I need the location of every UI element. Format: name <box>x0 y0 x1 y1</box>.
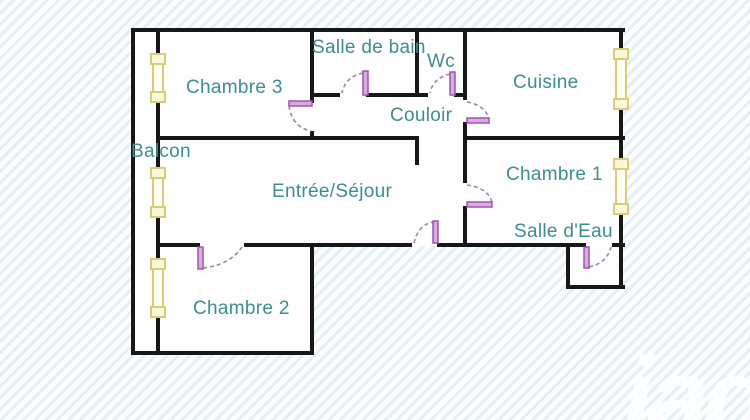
door-entree-icon <box>432 220 439 244</box>
wall-segment <box>415 28 419 97</box>
window-sash <box>613 98 629 110</box>
room-label-wc: Wc <box>427 51 456 72</box>
wall-segment <box>612 243 625 247</box>
wall-segment <box>619 28 623 48</box>
door-chambre-1-icon <box>466 201 493 208</box>
door-cuisine-icon <box>466 117 490 124</box>
room-label-entree-sejour: Entrée/Séjour <box>272 181 393 202</box>
room-label-cuisine: Cuisine <box>513 72 579 93</box>
door-chambre-2-icon <box>197 246 204 270</box>
window-sash <box>150 167 166 179</box>
wall-segment <box>463 206 467 247</box>
room-label-balcon: Balcon <box>131 141 191 162</box>
room-label-salle-d-eau: Salle d'Eau <box>514 221 613 242</box>
room-label-chambre-1: Chambre 1 <box>506 164 603 185</box>
wall-segment <box>310 243 314 355</box>
wall-segment <box>463 136 625 140</box>
wall-segment <box>131 351 314 355</box>
door-salle-d-eau-swing-arc <box>588 246 612 268</box>
room-label-chambre-2: Chambre 2 <box>193 298 290 319</box>
wall-segment <box>156 136 419 140</box>
door-chambre-2-swing-arc <box>202 246 243 269</box>
window-sash <box>150 91 166 103</box>
door-salle-d-eau-icon <box>583 246 590 269</box>
wall-segment <box>619 110 623 158</box>
window-sash <box>613 48 629 60</box>
wall-segment <box>454 93 467 97</box>
wall-segment <box>156 28 160 53</box>
window-cuisine-icon <box>613 48 629 110</box>
door-chambre-3-icon <box>288 100 313 107</box>
door-chambre-3-swing-arc <box>288 105 312 132</box>
window-sash <box>150 258 166 270</box>
door-entree-swing-arc <box>413 221 434 244</box>
wall-segment <box>566 285 625 289</box>
wall-segment <box>566 243 570 289</box>
room-label-couloir: Couloir <box>390 105 453 126</box>
wall-segment <box>463 28 467 100</box>
door-salle-de-bain-icon <box>362 70 369 96</box>
wall-segment <box>156 318 160 355</box>
window-rail <box>615 53 627 105</box>
window-sash <box>613 203 629 215</box>
room-label-salle-de-bain: Salle de bain <box>312 37 426 58</box>
door-salle-de-bain-swing-arc <box>341 72 364 94</box>
window-sash <box>613 158 629 170</box>
window-chambre-2-icon <box>150 258 166 318</box>
wall-segment <box>415 136 419 165</box>
iad-watermark-logo: iad <box>622 335 750 420</box>
window-sash <box>150 206 166 218</box>
window-rail <box>152 172 164 213</box>
wall-segment <box>619 215 623 289</box>
door-wc-swing-arc <box>429 73 451 94</box>
door-chambre-1-swing-arc <box>466 184 493 203</box>
window-rail <box>615 163 627 210</box>
wall-segment <box>366 93 428 97</box>
wall-segment <box>156 103 160 167</box>
wall-segment <box>463 122 467 183</box>
door-cuisine-swing-arc <box>466 101 490 119</box>
door-wc-icon <box>449 71 456 96</box>
wall-segment <box>244 243 412 247</box>
window-sejour-icon <box>150 167 166 218</box>
wall-segment <box>310 93 340 97</box>
window-rail <box>152 58 164 98</box>
window-chambre-1-icon <box>613 158 629 215</box>
window-rail <box>152 263 164 313</box>
wall-segment <box>310 28 314 103</box>
wall-segment <box>437 243 586 247</box>
wall-segment <box>156 218 160 258</box>
window-sash <box>150 53 166 65</box>
wall-segment <box>156 243 200 247</box>
wall-segment <box>310 131 314 140</box>
room-interior <box>566 246 623 287</box>
wall-segment <box>131 28 135 355</box>
window-sash <box>150 306 166 318</box>
window-chambre-3-icon <box>150 53 166 103</box>
room-label-chambre-3: Chambre 3 <box>186 77 283 98</box>
wall-segment <box>131 28 625 32</box>
